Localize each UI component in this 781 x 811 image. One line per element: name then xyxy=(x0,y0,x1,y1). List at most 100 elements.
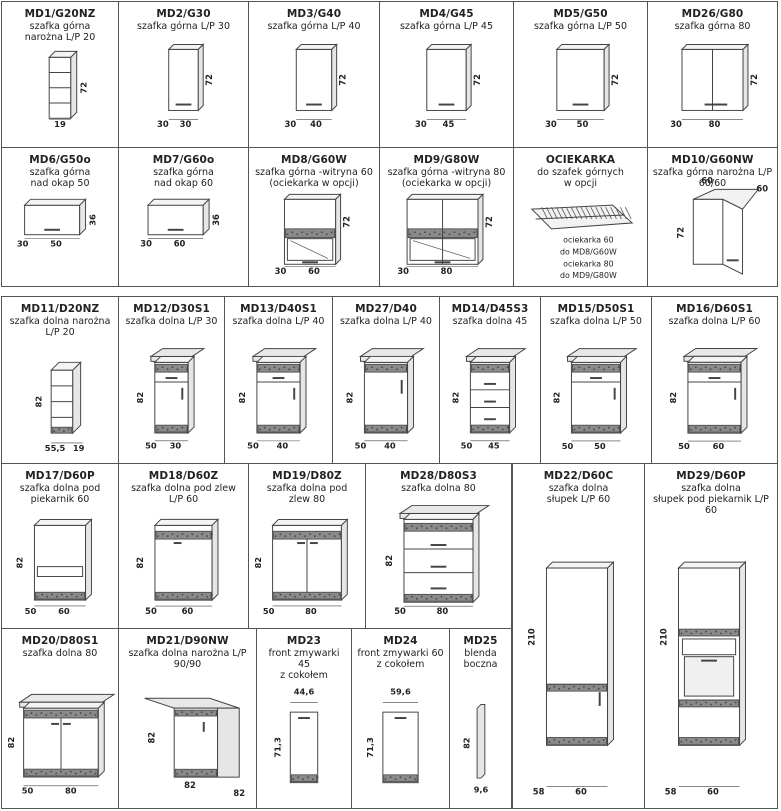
dimension-label: 72 xyxy=(749,74,759,86)
cabinet-code: MD1/G20NZ xyxy=(24,8,96,20)
dimension-label: 210 xyxy=(659,628,669,646)
dimension-label: 82 xyxy=(146,732,156,744)
dimension-label: 9,6 xyxy=(474,785,489,795)
stone-strip xyxy=(257,424,300,433)
dimension-label: 60 xyxy=(174,239,186,249)
dimension-label: 60 xyxy=(707,787,719,797)
dimension-label: 60 xyxy=(701,176,713,186)
stone-strip xyxy=(35,591,85,600)
cabinet-description: szafka dolna pod zlew 80 xyxy=(266,483,348,505)
dimension-label: 30 xyxy=(415,119,427,129)
dimension-label: 80 xyxy=(305,606,317,616)
cabinet-description: szafka dolna narożna L/P 20 xyxy=(9,316,111,338)
cabinet-description: szafka górna -witryna 80 (ociekarka w op… xyxy=(387,167,506,189)
stone-strip xyxy=(470,363,510,373)
stone-strip xyxy=(404,593,473,602)
dimension-label: 60 xyxy=(756,183,768,193)
cabinet-description: szafka górna 80 xyxy=(674,21,751,32)
stone-strip xyxy=(155,363,188,373)
stone-strip xyxy=(285,228,336,239)
cabinet-code: OCIEKARKA xyxy=(545,154,616,166)
dimension-label: 59,6 xyxy=(390,686,411,696)
dimension-label: 72 xyxy=(79,82,89,94)
dimension-label: 50 xyxy=(355,441,367,451)
dimension-label: 55,5 xyxy=(45,443,66,453)
dimension-label: 82 xyxy=(552,392,562,404)
cabinet-description: szafka górna L/P 40 xyxy=(267,21,361,32)
cabinet-description: szafka górna L/P 50 xyxy=(533,21,628,32)
dimension-label: 72 xyxy=(484,216,494,228)
cabinet-description: szafka górna L/P 30 xyxy=(136,21,231,32)
cabinet-code: MD12/D30S1 xyxy=(133,303,210,315)
dimension-label: 30 xyxy=(17,238,29,248)
cabinet-code: MD6/G50o xyxy=(29,154,91,166)
stone-strip xyxy=(679,699,739,708)
dimension-label: 40 xyxy=(310,119,322,129)
cabinet-front xyxy=(545,567,609,746)
cabinet-code: MD16/D60S1 xyxy=(676,303,753,315)
dimension-label: 82 xyxy=(384,555,394,567)
cabinet-code: MD11/D20NZ xyxy=(20,303,100,315)
dimension-label: 45 xyxy=(443,119,455,129)
dimension-label: 30 xyxy=(397,266,409,276)
cabinet-code: MD4/G45 xyxy=(419,8,474,20)
cabinet-description: szafka dolna 45 xyxy=(452,316,528,327)
stone-strip xyxy=(174,768,217,777)
dimension-label: 80 xyxy=(709,119,721,129)
dimension-label: 82 xyxy=(15,557,25,569)
cabinet-front xyxy=(363,361,409,434)
cabinet-code: MD2/G30 xyxy=(156,8,211,20)
rack-note: ociekarka 60 xyxy=(563,236,613,245)
cabinet-description: szafka dolna L/P 40 xyxy=(232,316,325,327)
cabinet-description: szafka górna -witryna 60 (ociekarka w op… xyxy=(255,167,373,189)
dimension-label: 60 xyxy=(575,787,587,797)
cabinet-front xyxy=(403,518,474,603)
cabinet-description: szafka dolna pod zlew L/P 60 xyxy=(131,483,236,505)
dimension-label: 30 xyxy=(170,441,182,451)
dimension-label: 60 xyxy=(182,606,194,616)
stone-strip xyxy=(572,363,620,373)
stone-strip xyxy=(51,426,73,434)
dimension-label: 82 xyxy=(253,557,263,569)
dimension-label: 72 xyxy=(472,74,482,86)
dimension-label: 82 xyxy=(6,737,16,749)
dimension-label: 50 xyxy=(577,119,589,129)
dimension-label: 60 xyxy=(308,266,320,276)
cabinet-code: MD9/G80W xyxy=(413,154,480,166)
dimension-label: 58 xyxy=(533,787,545,797)
dimension-label: 72 xyxy=(341,216,351,228)
dimension-label: 30 xyxy=(140,239,152,249)
cabinet-front xyxy=(33,524,87,601)
dimension-label: 30 xyxy=(180,119,192,129)
dimension-label: 60 xyxy=(58,606,70,616)
stone-strip xyxy=(679,628,739,637)
stone-strip xyxy=(688,363,741,373)
dimension-label: 50 xyxy=(394,606,406,616)
dimension-label: 30 xyxy=(670,119,682,129)
dimension-label: 36 xyxy=(87,214,97,226)
cabinet-code: MD13/D40S1 xyxy=(240,303,317,315)
dimension-label: 71,3 xyxy=(365,737,375,758)
dimension-label: 50 xyxy=(22,786,34,796)
cabinet-front xyxy=(570,361,622,434)
cabinet-description: front zmywarki 45 z cokołem xyxy=(268,648,340,681)
